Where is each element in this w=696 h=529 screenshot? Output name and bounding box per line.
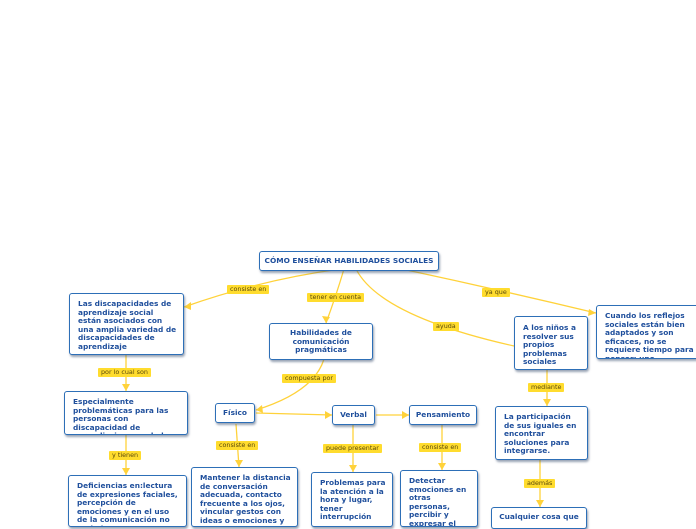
- arrowhead-especialmente: [122, 384, 130, 391]
- arrowhead-discapacidades: [184, 302, 191, 310]
- node-habilidades-pragmaticas[interactable]: Habilidades de comunicación pragmáticas: [269, 323, 373, 360]
- arrowhead-participacion: [543, 399, 551, 406]
- label-consiste-en: consiste en: [216, 441, 259, 450]
- node-detectar-emociones[interactable]: Detectar emociones en otras personas, pe…: [400, 470, 478, 527]
- node-cualquier-cosa[interactable]: Cualquier cosa que: [491, 507, 587, 529]
- connector-pragmaticas-fisico: [255, 358, 325, 411]
- label-consiste-en: consiste en: [419, 443, 462, 452]
- arrowhead-pragmaticas: [322, 316, 330, 323]
- connector-root-discapacidades: [183, 268, 341, 308]
- arrowhead-mantener: [235, 460, 243, 467]
- node-mantener-distancia[interactable]: Mantener la distancia de conversación ad…: [191, 467, 298, 527]
- node-reflejos-sociales[interactable]: Cuando los reflejos sociales están bien …: [596, 305, 696, 359]
- arrowhead-verbal: [325, 411, 332, 419]
- node-discapacidades[interactable]: Las discapacidades de aprendizaje social…: [69, 293, 184, 355]
- arrowhead-cualquier: [536, 500, 544, 507]
- connector-root-ninos: [355, 268, 515, 347]
- node-problemas-atencion[interactable]: Problemas para la atención a la hora y l…: [311, 472, 393, 527]
- label-ya-que: ya que: [482, 288, 510, 297]
- root-node[interactable]: CÓMO ENSEÑAR HABILIDADES SOCIALES: [259, 251, 439, 271]
- node-especialmente[interactable]: Especialmente problemáticas para las per…: [64, 391, 188, 435]
- label-y-tienen: y tienen: [109, 451, 142, 460]
- arrowhead-problemas: [349, 465, 357, 472]
- node-fisico[interactable]: Físico: [215, 403, 255, 423]
- label-ademas: además: [524, 479, 556, 488]
- label-mediante: mediante: [528, 383, 565, 392]
- label-puede-presentar: puede presentar: [323, 444, 382, 453]
- label-tener-en-cuenta: tener en cuenta: [307, 293, 365, 302]
- arrowhead-reflejos: [588, 309, 596, 316]
- node-deficiencias[interactable]: Deficiencias en:lectura de expresiones f…: [68, 475, 187, 527]
- connector-fisico-verbal: [255, 412, 333, 416]
- arrowhead-pensamiento: [402, 411, 409, 419]
- node-ninos-resolver[interactable]: A los niños a resolver sus propios probl…: [514, 316, 588, 370]
- node-pensamiento[interactable]: Pensamiento: [409, 405, 477, 425]
- arrowhead-detectar: [438, 463, 446, 470]
- label-consiste-en: consiste en: [227, 285, 270, 294]
- label-compuesta-por: compuesta por: [282, 374, 337, 383]
- arrowhead-fisico: [256, 405, 263, 413]
- node-verbal[interactable]: Verbal: [332, 405, 375, 425]
- arrowhead-deficiencias: [122, 468, 130, 475]
- label-por-lo-cual-son: por lo cual son: [98, 368, 151, 377]
- node-participacion-iguales[interactable]: La participación de sus iguales en encon…: [495, 406, 588, 460]
- label-ayuda: ayuda: [433, 322, 459, 331]
